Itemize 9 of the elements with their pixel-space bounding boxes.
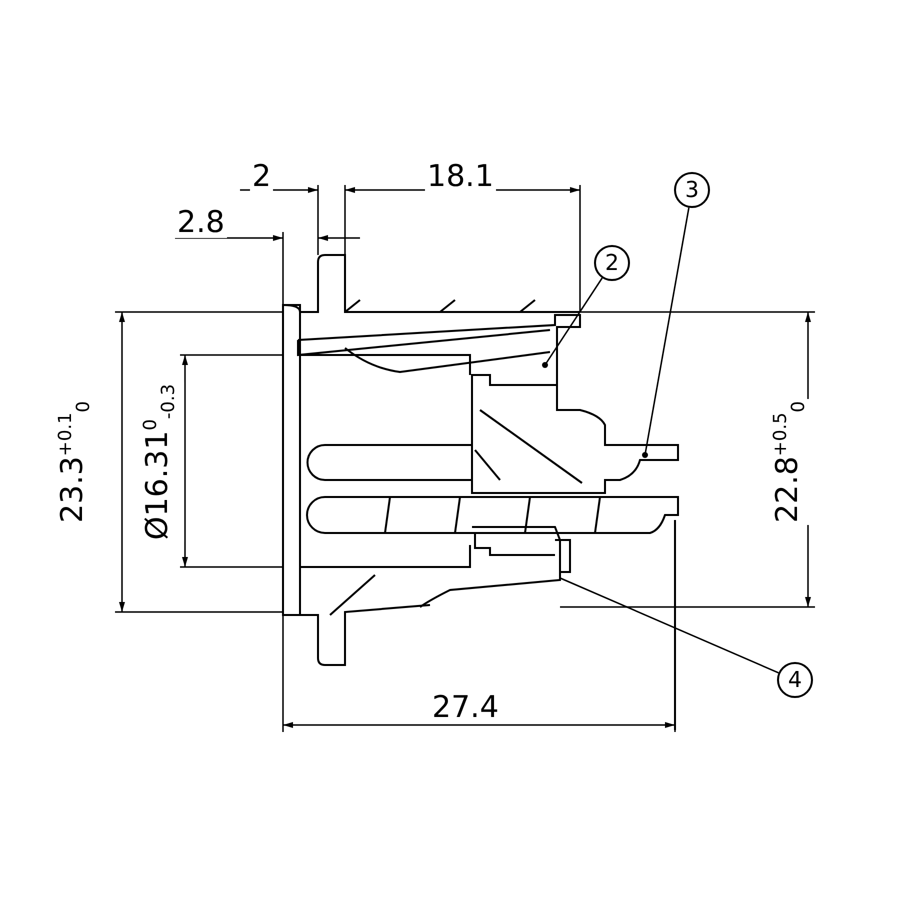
callout-number: 3: [674, 172, 710, 208]
leader-line: [642, 208, 690, 458]
callout-number: 2: [594, 245, 630, 281]
dimension-text: 18.1: [425, 162, 496, 192]
dimension-text: 2.8: [175, 208, 227, 238]
callout-number: 4: [777, 662, 813, 698]
dimension-text: 2: [250, 162, 274, 192]
leader-line: [542, 278, 603, 368]
leader-line: [560, 577, 779, 674]
